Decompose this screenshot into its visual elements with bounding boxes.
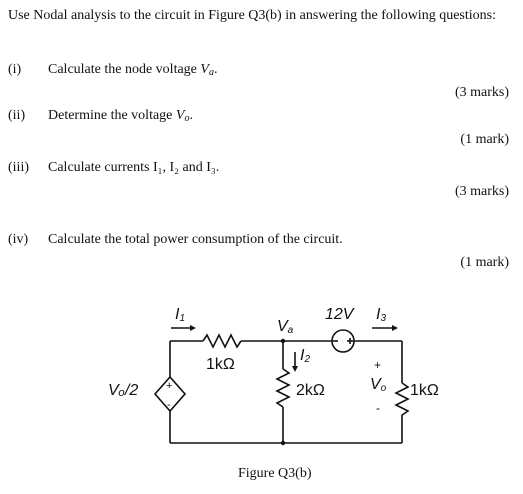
question-text-post: .	[189, 108, 193, 123]
question-number: (iv)	[8, 232, 29, 247]
marks-label: (3 marks)	[454, 85, 509, 100]
resistor-r1	[202, 333, 242, 349]
arrow-head-i1	[190, 325, 196, 331]
vo-plus: +	[374, 358, 381, 372]
question-text: Determine the voltage Vo.	[48, 108, 193, 124]
i2-label: I2	[300, 347, 311, 365]
source-voltage-label: 12V	[325, 306, 354, 323]
node-dot	[280, 440, 286, 446]
dependent-source-label: Vₒ/2	[108, 382, 139, 399]
question-text-post: .	[213, 62, 218, 77]
question-var-sub: o	[184, 113, 190, 124]
question-text-pre: Calculate the node voltage	[48, 62, 201, 77]
marks-label: (3 marks)	[454, 184, 509, 199]
resistor-r2	[275, 368, 291, 408]
question-var: V	[175, 108, 185, 123]
question-var: V	[200, 62, 209, 77]
r3-label: 1kΩ	[410, 382, 439, 399]
question-number: (iii)	[8, 160, 29, 175]
marks-label: (1 mark)	[460, 255, 509, 270]
question-text-pre: Determine the voltage	[48, 108, 176, 123]
vo-minus: -	[376, 401, 380, 415]
i1-label: I1	[175, 306, 186, 324]
vo-label: Vo	[370, 376, 387, 394]
r2-label: 2kΩ	[296, 382, 325, 399]
dep-minus: -	[167, 399, 171, 411]
dep-plus: +	[166, 380, 172, 392]
va-label: Va	[277, 318, 294, 336]
i3-label: I3	[376, 306, 387, 324]
question-text: Calculate currents I₁, I₂ and I₃.	[48, 160, 220, 175]
question-number: (ii)	[8, 108, 26, 123]
arrow-head-i3	[392, 325, 398, 331]
question-text: Calculate the total power consumption of…	[48, 232, 343, 247]
arrow-head-i2	[292, 366, 298, 372]
question-var-sub: a	[208, 67, 214, 78]
figure-caption: Figure Q3(b)	[238, 466, 312, 481]
question-text: Calculate the node voltage Va.	[48, 62, 217, 78]
r1-label: 1kΩ	[206, 356, 235, 373]
node-dot	[280, 338, 286, 344]
intro-text: Use Nodal analysis to the circuit in Fig…	[8, 8, 496, 23]
question-number: (i)	[8, 62, 22, 77]
marks-label: (1 mark)	[460, 132, 509, 147]
resistor-r3	[394, 382, 410, 416]
